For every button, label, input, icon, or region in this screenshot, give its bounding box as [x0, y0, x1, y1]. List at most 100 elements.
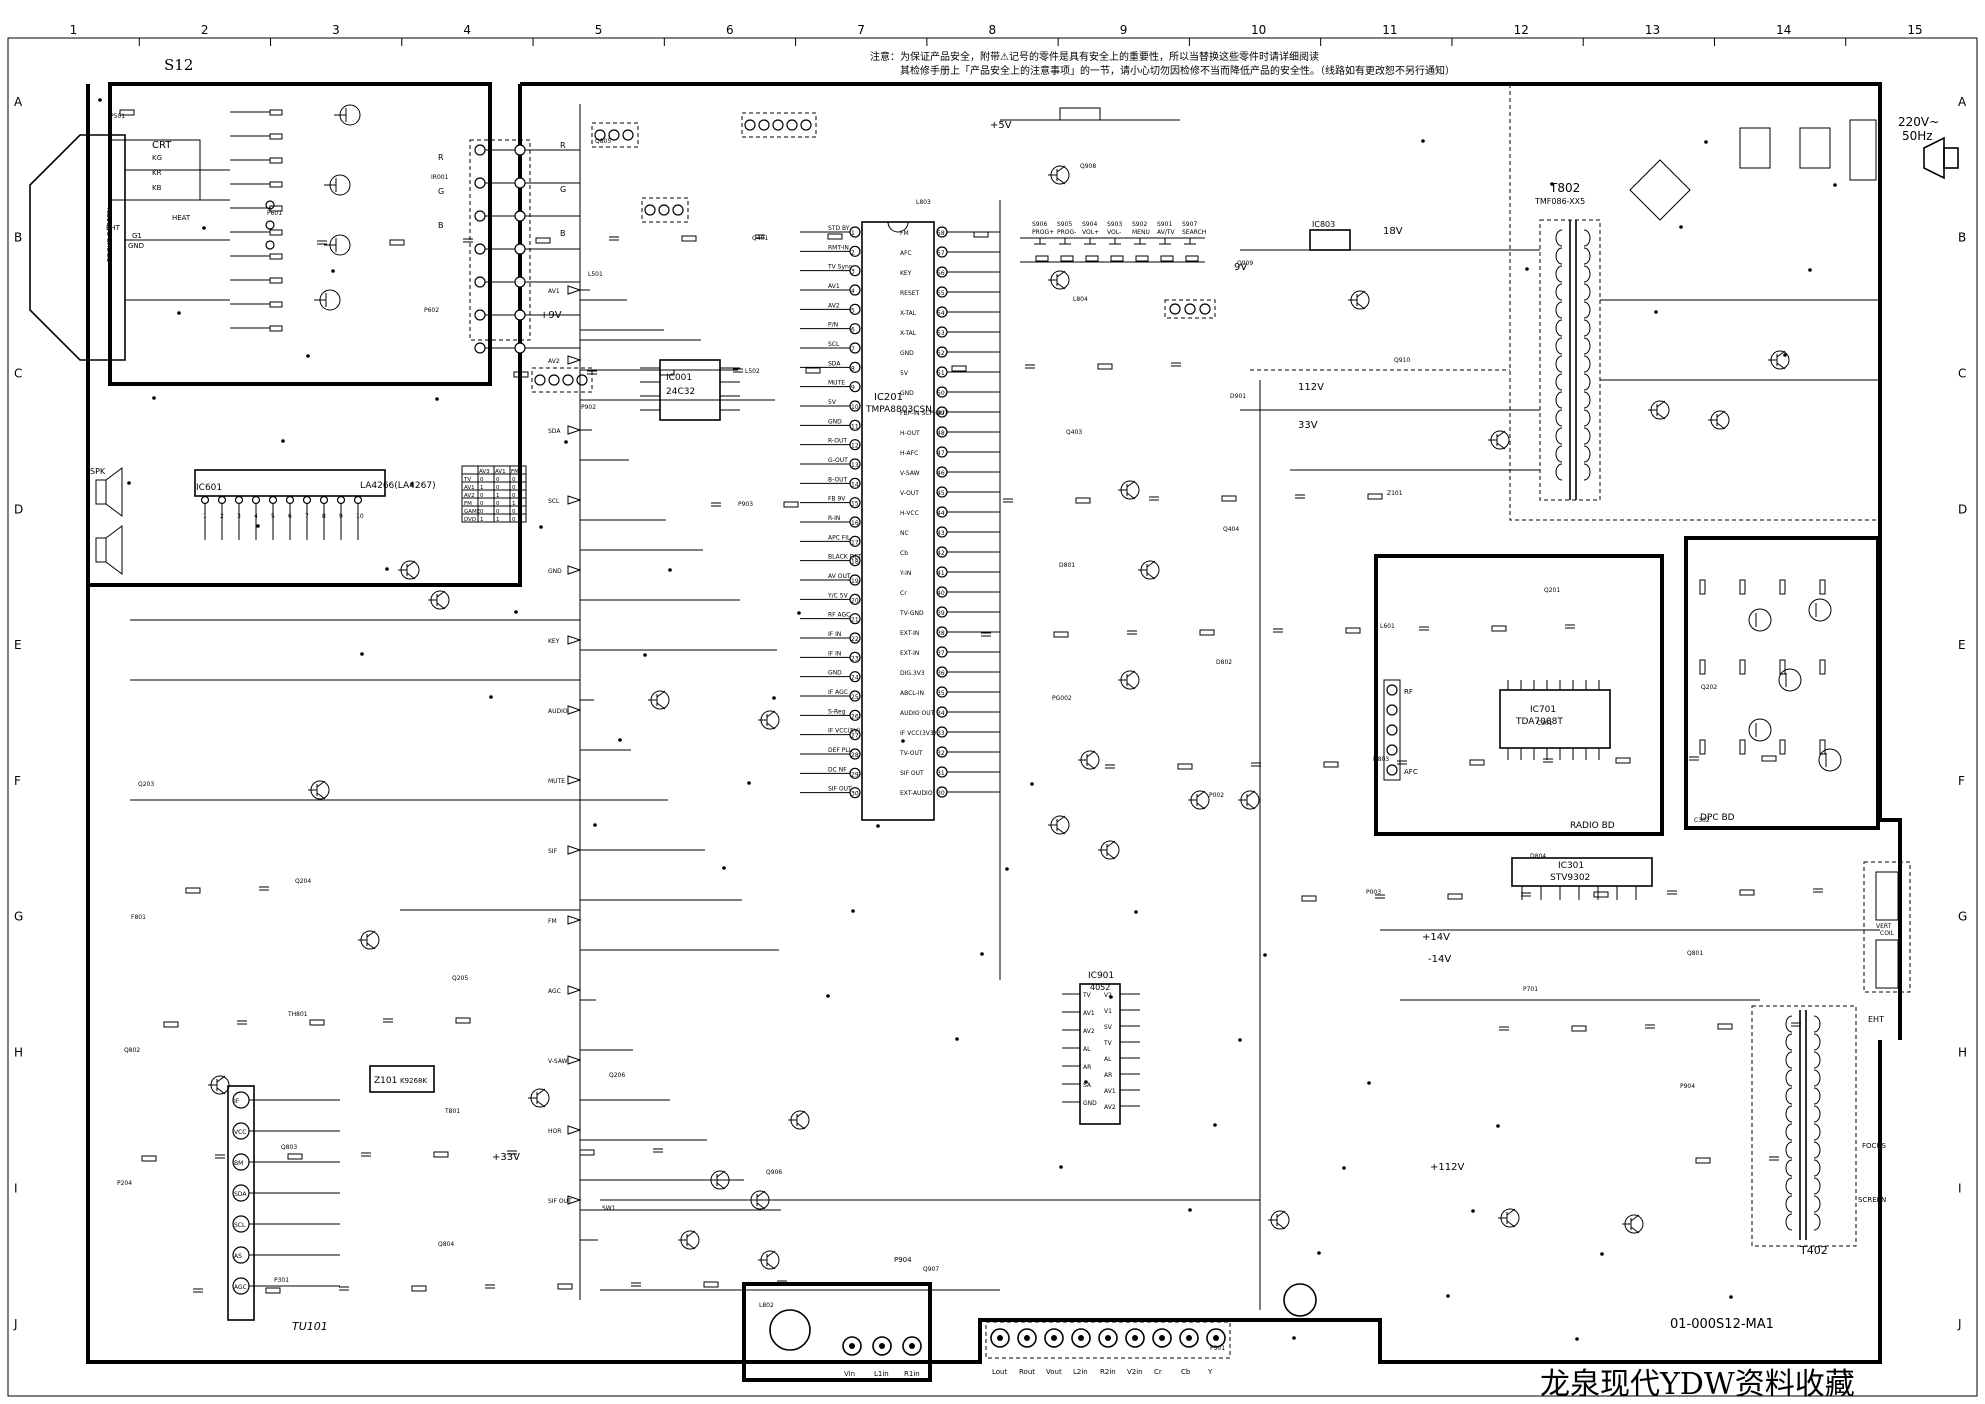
ic201-pin-number: 46 — [937, 470, 945, 477]
ic201-pin-number: 10 — [851, 404, 859, 411]
ic201-pin-label: RMT-IN — [828, 244, 849, 251]
component-ref: Q802 — [124, 1047, 140, 1054]
front-jack-label: L1in — [874, 1370, 889, 1378]
ic201-pin-number: 32 — [937, 750, 945, 757]
ic601-pin: 4 — [254, 513, 258, 520]
schematic-wiring — [130, 104, 1880, 1310]
net-arrow-label: SDA — [548, 428, 561, 435]
ic201-pin-label: DIG.3V3 — [900, 670, 925, 677]
ic201-pin-label: V-SAW — [900, 470, 920, 477]
ic201-pin-label: TV Sync — [827, 264, 852, 271]
ic201-pin-number: 36 — [937, 670, 945, 677]
av-table-cell: FM — [464, 501, 472, 507]
component-ref: T801 — [444, 1108, 460, 1115]
power-supply: T802 TMF086-XX5 220V~ 50Hz — [1250, 84, 1959, 521]
ic201-pin-label: IF AGC — [828, 689, 848, 696]
speaker-right — [95, 525, 123, 575]
ic001-ref: IC001 — [666, 373, 692, 383]
ic201-pin-number: 55 — [937, 290, 945, 297]
ic201-pin-label: G-OUT — [828, 457, 848, 464]
ic201-pin-label: SIF OUT — [828, 786, 852, 793]
ic201-pin-number: 27 — [851, 733, 859, 740]
ic201-pin-number: 11 — [851, 423, 859, 430]
chassis-border-bottom — [86, 585, 1882, 1364]
ic901-pin-label: GND — [1083, 1100, 1097, 1107]
net-arrow-label: FM — [548, 918, 557, 925]
av-table-cell: 0 — [496, 509, 500, 515]
safety-notice-line-1: 注意：为保证产品安全，附带⚠记号的零件是具有安全上的重要性，所以当替换这些零件时… — [870, 50, 1319, 63]
component-ref: C301 — [1537, 720, 1553, 727]
ic901-pin-label: V1 — [1104, 1008, 1112, 1015]
component-ref: Q201 — [1544, 587, 1560, 594]
ic201-pin-number: 23 — [851, 655, 859, 662]
t802-label: T802 — [1549, 181, 1580, 195]
key-label: PROG- — [1057, 229, 1076, 236]
component-ref: Q401 — [752, 235, 768, 242]
ic201-pin-number: 21 — [851, 617, 859, 624]
rail-label: 9V — [1234, 262, 1247, 273]
key-ref: S906 — [1032, 221, 1047, 228]
ic201-pin-number: 31 — [937, 770, 945, 777]
ic601-pin: 5 — [271, 513, 275, 520]
front-jack-label: Vin — [844, 1370, 855, 1378]
crt-pin-label: KB — [152, 184, 162, 192]
ic201-pin-label: 5V — [900, 370, 909, 377]
coil-label: COIL — [1880, 930, 1895, 937]
av-table-cell: TV — [463, 477, 471, 483]
ic601-pin: 10 — [356, 513, 364, 520]
component-ref: P204 — [117, 1180, 132, 1187]
ic201-pin-label: FBP-IN SCP-OUT — [900, 410, 948, 417]
ic201-pin-label: SIF OUT — [900, 770, 924, 777]
column-number: 6 — [726, 23, 734, 37]
speaker-left: SPK — [90, 467, 123, 517]
ic201-pin-label: P/N — [828, 322, 838, 329]
ic201-pin-number: 16 — [851, 520, 859, 527]
ic201-pin-label: Y-IN — [899, 570, 911, 577]
rgb-output-stage — [230, 104, 361, 332]
ic201-pin-label: AV2 — [828, 302, 840, 309]
component-ref: Q908 — [1080, 163, 1096, 170]
row-letter: I — [1958, 1181, 1962, 1195]
column-number: 13 — [1645, 23, 1660, 37]
safety-notice-line-2: 其检修手册上「产品安全上的注意事项」的一节，请小心切勿因检修不当而降低产品的安全… — [900, 64, 1455, 77]
crt-pin-label: HEAT — [172, 214, 191, 222]
ic201-pin-number: 33 — [937, 730, 945, 737]
row-letter: C — [14, 367, 22, 381]
row-letter: B — [1958, 231, 1966, 245]
component-ref: Z101 — [1387, 490, 1403, 497]
ic201-pin-number: 20 — [851, 597, 859, 604]
ic201-pin-label: APC FIL — [828, 534, 851, 541]
ic201-pin-number: 56 — [937, 270, 945, 277]
av-table-cell: AV2 — [464, 493, 475, 499]
column-number: 11 — [1382, 23, 1397, 37]
column-number: 12 — [1514, 23, 1529, 37]
net-rf: RF — [1404, 688, 1413, 696]
row-letter: H — [14, 1046, 23, 1060]
ic201-pin-label: STD BY — [828, 225, 850, 232]
key-label: VOL- — [1107, 229, 1121, 236]
ic201-pin-label: FB 9V — [828, 496, 846, 503]
ic601-pin: 9 — [339, 513, 343, 520]
eeprom-ic001: IC001 24C32 — [640, 359, 740, 421]
ic201-pin-label: AV1 — [828, 283, 840, 290]
component-ref: L502 — [745, 368, 760, 375]
component-ref: P501 — [110, 113, 125, 120]
ic201-pin-number: 5 — [851, 307, 855, 314]
row-letter: E — [1958, 638, 1966, 652]
ic201-pin-number: 34 — [937, 710, 945, 717]
ic001-part: 24C32 — [666, 387, 695, 397]
ic201-pin-label: GND — [828, 670, 842, 677]
ic601-pin: 2 — [220, 513, 224, 520]
key-label: AV/TV — [1157, 229, 1176, 236]
chassis-border-left — [86, 84, 522, 587]
column-number: 4 — [463, 23, 471, 37]
av-table-cell: 1 — [512, 501, 516, 507]
front-panel-keys: S906PROG+S905PROG-S904VOL+S903VOL-S902ME… — [1020, 221, 1206, 263]
component-ref: Q404 — [1223, 526, 1239, 533]
ic201-pin-label: IF IN — [828, 631, 841, 638]
deflection-yoke: VERT COIL — [1863, 861, 1911, 993]
net-arrow-label: AGC — [548, 988, 561, 995]
